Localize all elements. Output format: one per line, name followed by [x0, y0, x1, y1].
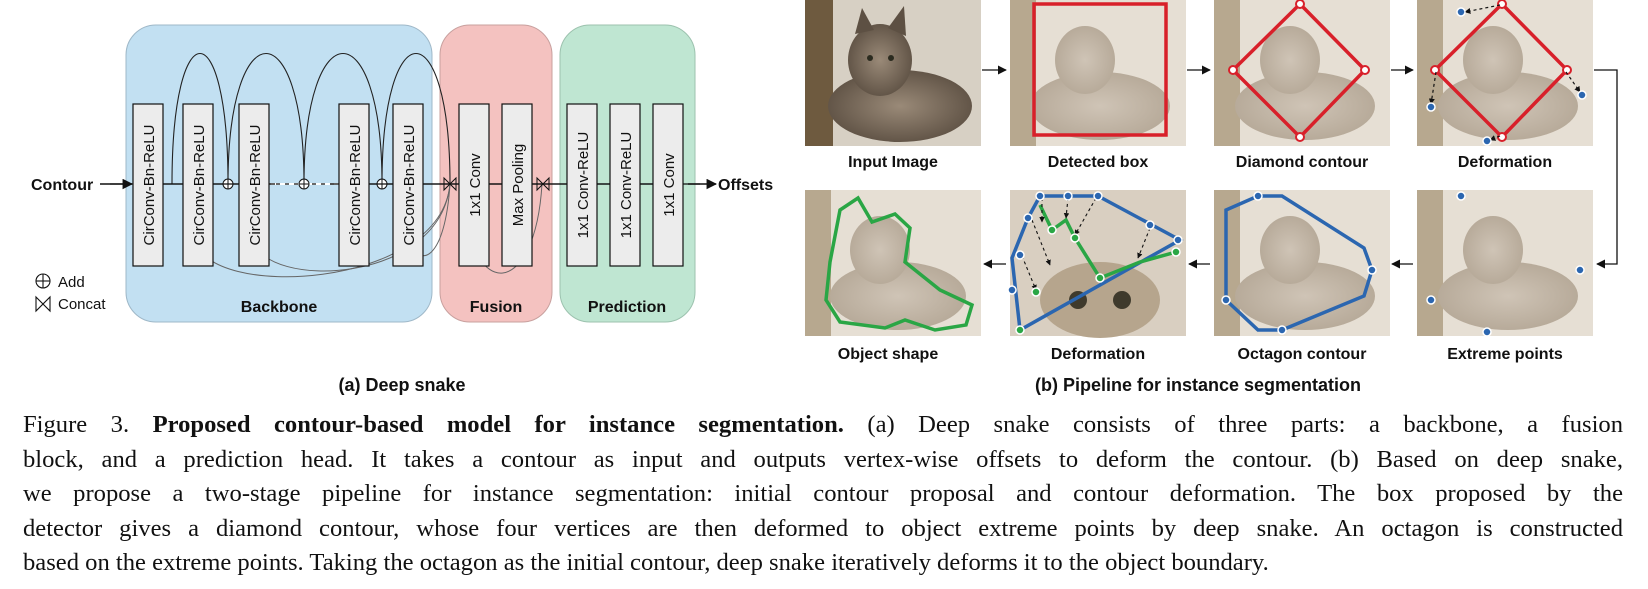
panel-a-caption: (a) Deep snake	[338, 375, 465, 395]
caption-line-2: block, and a prediction head. It takes a…	[23, 445, 1623, 473]
input-label: Contour	[31, 177, 93, 194]
tile-label: Extreme points	[1447, 346, 1563, 363]
backbone-layer: CirConv-Bn-ReLU	[338, 103, 370, 267]
figure-caption: Figure 3. Proposed contour-based model f…	[23, 408, 1623, 581]
tile-label: Input Image	[848, 154, 938, 171]
svg-text:CirConv-Bn-ReLU: CirConv-Bn-ReLU	[141, 125, 158, 246]
concat-icon	[35, 295, 51, 313]
caption-line-5: based on the extreme points. Taking the …	[23, 549, 1269, 576]
tile-deformation-2: Deformation	[1007, 190, 1186, 363]
figure-title: Proposed contour-based model for instanc…	[152, 411, 844, 438]
detected-box	[1032, 2, 1168, 137]
backbone-layer: CirConv-Bn-ReLU	[132, 103, 164, 267]
backbone-layer: CirConv-Bn-ReLU	[238, 103, 270, 267]
object-shape-contour	[824, 195, 975, 332]
fusion-layers: 1x1 Conv Max Pooling	[458, 103, 533, 267]
tile-octagon-contour: Octagon contour	[1214, 190, 1390, 363]
tile-input-image: Input Image	[805, 0, 981, 171]
panel-b-pipeline: Input Image Detected box Diamond contour	[805, 0, 1618, 395]
concat-icon	[443, 176, 550, 192]
fusion-layer: Max Pooling	[501, 103, 533, 267]
legend: Add Concat	[35, 273, 106, 313]
prediction-layer: 1x1 Conv-ReLU	[609, 103, 641, 267]
tile-label: Octagon contour	[1238, 346, 1367, 363]
backbone-layer: CirConv-Bn-ReLU	[182, 103, 214, 267]
svg-text:CirConv-Bn-ReLU: CirConv-Bn-ReLU	[247, 125, 264, 246]
legend-add: Add	[58, 274, 85, 291]
tile-label: Diamond contour	[1236, 154, 1368, 171]
prediction-layer: 1x1 Conv	[652, 103, 684, 267]
svg-text:1x1 Conv: 1x1 Conv	[661, 153, 678, 217]
skip-connections	[171, 53, 451, 185]
tile-label: Detected box	[1048, 154, 1149, 171]
caption-line-4: detector gives a diamond contour, whose …	[23, 514, 1623, 542]
backbone-layer: CirConv-Bn-ReLU	[392, 103, 424, 267]
svg-text:CirConv-Bn-ReLU: CirConv-Bn-ReLU	[191, 125, 208, 246]
tile-label: Object shape	[838, 346, 939, 363]
legend-concat: Concat	[58, 296, 106, 313]
svg-text:Max Pooling: Max Pooling	[510, 144, 527, 227]
figure-number: Figure 3.	[23, 411, 130, 438]
caption-line-3: we propose a two-stage pipeline for inst…	[23, 480, 1623, 507]
tile-extreme-points: Extreme points	[1417, 190, 1593, 363]
panel-b-caption: (b) Pipeline for instance segmentation	[1035, 375, 1361, 395]
tile-label: Deformation	[1051, 346, 1145, 363]
panel-a-deep-snake: Contour Offsets CirConv-Bn-ReLU CirConv-…	[31, 24, 773, 395]
fusion-block	[439, 24, 553, 323]
pipeline-arrows	[982, 65, 1618, 269]
backbone-label: Backbone	[241, 299, 318, 316]
prediction-layer: 1x1 Conv-ReLU	[566, 103, 598, 267]
caption-line-1: (a) Deep snake consists of three parts: …	[867, 411, 1624, 438]
svg-text:1x1 Conv: 1x1 Conv	[467, 153, 484, 217]
backbone-layers: CirConv-Bn-ReLU CirConv-Bn-ReLU CirConv-…	[132, 103, 424, 267]
svg-text:1x1 Conv-ReLU: 1x1 Conv-ReLU	[575, 132, 592, 239]
octagon-contour	[1224, 194, 1374, 332]
tile-detected-box: Detected box	[1010, 0, 1186, 171]
tile-object-shape: Object shape	[805, 190, 981, 363]
output-label: Offsets	[718, 177, 773, 194]
prediction-layers: 1x1 Conv-ReLU 1x1 Conv-ReLU 1x1 Conv	[566, 103, 684, 267]
tile-diamond-contour: Diamond contour	[1214, 0, 1390, 171]
fusion-label: Fusion	[470, 299, 522, 316]
prediction-label: Prediction	[588, 299, 666, 316]
fusion-layer: 1x1 Conv	[458, 103, 490, 267]
svg-text:CirConv-Bn-ReLU: CirConv-Bn-ReLU	[401, 125, 418, 246]
svg-text:1x1 Conv-ReLU: 1x1 Conv-ReLU	[618, 132, 635, 239]
tile-deformation-1: Deformation	[1417, 0, 1593, 171]
svg-text:CirConv-Bn-ReLU: CirConv-Bn-ReLU	[347, 125, 364, 246]
tile-label: Deformation	[1458, 154, 1552, 171]
figure-3-diagram: Contour Offsets CirConv-Bn-ReLU CirConv-…	[31, 0, 1618, 395]
